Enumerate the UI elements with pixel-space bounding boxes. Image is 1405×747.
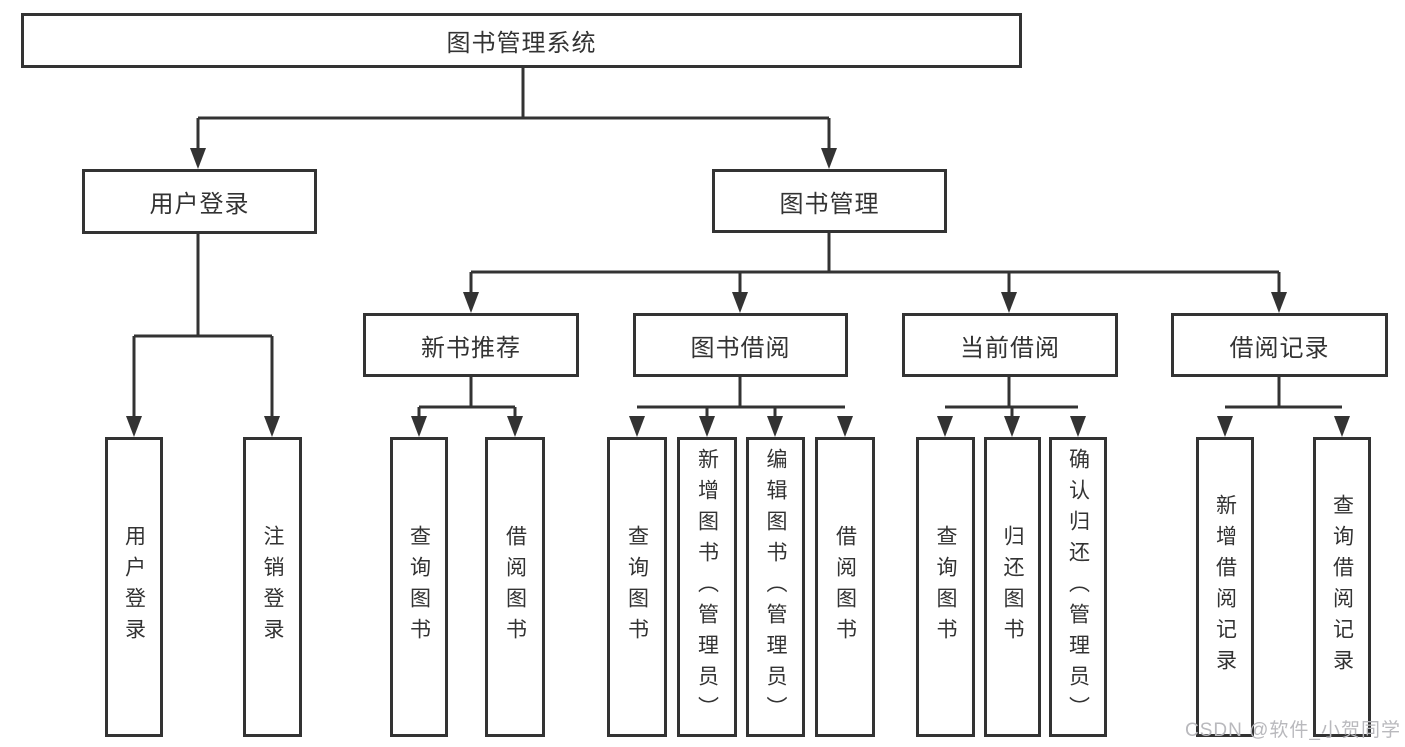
leaf-borrow-query-books-label: 查询图书 xyxy=(625,525,649,649)
node-root: 图书管理系统 xyxy=(21,13,1022,68)
leaf-record-add-borrow-record-label: 新增借阅记录 xyxy=(1213,494,1237,680)
leaf-user-login-label: 用户登录 xyxy=(122,525,146,649)
node-current-borrow-label: 当前借阅 xyxy=(960,334,1060,362)
leaf-current-confirm-return-admin-label: 确认归还（管理员） xyxy=(1066,447,1090,727)
node-user-login: 用户登录 xyxy=(82,169,317,234)
leaf-record-query-borrow-record-label: 查询借阅记录 xyxy=(1330,494,1354,680)
leaf-current-return-books-label: 归还图书 xyxy=(1001,525,1024,649)
leaf-record-add-borrow-record: 新增借阅记录 xyxy=(1196,437,1254,737)
node-root-label: 图书管理系统 xyxy=(446,30,597,57)
leaf-borrow-add-books-admin-label: 新增图书（管理员） xyxy=(695,447,719,727)
leaf-current-return-books: 归还图书 xyxy=(984,437,1041,737)
arrowheads xyxy=(126,148,1350,437)
leaf-logout-label: 注销登录 xyxy=(261,525,284,649)
node-current-borrow: 当前借阅 xyxy=(902,313,1118,377)
node-new-book-recommend: 新书推荐 xyxy=(363,313,579,377)
leaf-recommend-borrow-books: 借阅图书 xyxy=(485,437,545,737)
leaf-user-login: 用户登录 xyxy=(105,437,163,737)
leaf-recommend-borrow-books-label: 借阅图书 xyxy=(503,525,527,649)
node-book-borrow-label: 图书借阅 xyxy=(690,334,791,362)
leaf-record-query-borrow-record: 查询借阅记录 xyxy=(1313,437,1371,737)
leaf-borrow-edit-books-admin-label: 编辑图书（管理员） xyxy=(764,447,787,727)
leaf-borrow-query-books: 查询图书 xyxy=(607,437,667,737)
leaf-recommend-query-books: 查询图书 xyxy=(390,437,448,737)
node-user-login-label: 用户登录 xyxy=(149,191,250,218)
leaf-borrow-borrow-books: 借阅图书 xyxy=(815,437,875,737)
node-borrow-record: 借阅记录 xyxy=(1171,313,1388,377)
leaf-current-query-books-label: 查询图书 xyxy=(934,525,957,649)
csdn-watermark: CSDN @软件_小贺同学 xyxy=(1185,720,1401,741)
leaf-borrow-edit-books-admin: 编辑图书（管理员） xyxy=(746,437,805,737)
leaf-current-confirm-return-admin: 确认归还（管理员） xyxy=(1049,437,1107,737)
leaf-current-query-books: 查询图书 xyxy=(916,437,975,737)
node-borrow-record-label: 借阅记录 xyxy=(1229,334,1330,362)
node-new-book-recommend-label: 新书推荐 xyxy=(421,334,521,362)
node-book-management: 图书管理 xyxy=(712,169,947,233)
leaf-borrow-add-books-admin: 新增图书（管理员） xyxy=(677,437,737,737)
node-book-borrow: 图书借阅 xyxy=(633,313,848,377)
node-book-management-label: 图书管理 xyxy=(779,190,880,218)
leaf-recommend-query-books-label: 查询图书 xyxy=(407,525,431,649)
leaf-logout: 注销登录 xyxy=(243,437,302,737)
leaf-borrow-borrow-books-label: 借阅图书 xyxy=(833,525,857,649)
